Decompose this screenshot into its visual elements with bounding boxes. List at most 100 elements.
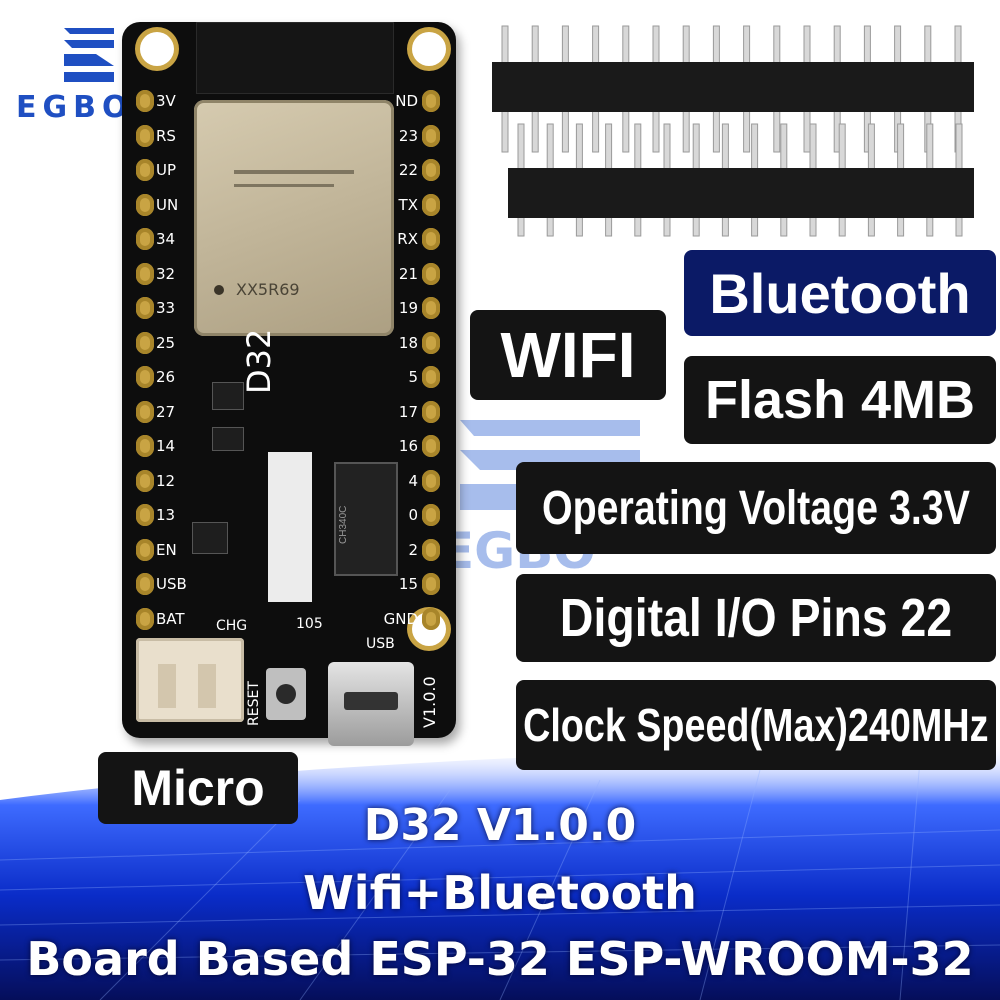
pin-label: 12	[156, 471, 176, 490]
pin-label: EN	[156, 540, 177, 559]
logo-mark-icon	[64, 28, 114, 82]
pin-pad	[136, 435, 154, 457]
pin-pad	[136, 366, 154, 388]
micro-text: Micro	[131, 760, 265, 816]
usb-label: USB	[366, 636, 395, 652]
micro-usb-port[interactable]	[328, 662, 414, 746]
pin-label: 22	[398, 161, 418, 179]
pin-label: 15	[398, 575, 418, 593]
pin-label: TX	[398, 195, 418, 214]
pin-label: RS	[156, 126, 176, 145]
pin-pad	[422, 400, 440, 423]
pin-pad	[422, 124, 440, 147]
clock-text: Clock Speed(Max)240MHz	[523, 699, 989, 751]
pin-label: UP	[156, 161, 177, 179]
reset-label: RESET	[246, 681, 262, 726]
pin-pad	[422, 331, 440, 354]
pin-pad	[136, 193, 154, 216]
connector-slot-1	[158, 664, 176, 708]
pin-label: ND	[395, 92, 418, 110]
module-engraving-2	[234, 184, 334, 187]
pin-pad	[136, 538, 154, 561]
module-dot	[214, 285, 224, 295]
pin-label: 32	[156, 264, 176, 283]
flash-text: Flash 4MB	[704, 370, 976, 430]
brand-name: EGBO	[16, 90, 134, 125]
pin-pad	[422, 193, 440, 216]
wifi-tag: WIFI	[470, 310, 666, 400]
pin-label: RX	[397, 230, 418, 248]
pin-label: 5	[408, 368, 418, 386]
pin-label: 2	[408, 540, 418, 559]
pin-pad	[422, 159, 440, 181]
pin-pad	[136, 400, 154, 423]
mount-hole-top-left	[140, 32, 174, 66]
pin-label: BAT	[156, 609, 185, 628]
title-line-2: Wifi+Bluetooth	[303, 866, 697, 920]
charge-ic	[192, 522, 228, 554]
pin-pad	[136, 228, 154, 250]
title-line-1: D32 V1.0.0	[363, 800, 637, 851]
antenna-area	[196, 22, 394, 94]
bluetooth-tag: Bluetooth	[684, 250, 996, 336]
chg-label: CHG	[216, 618, 248, 634]
brand-logo: EGBO	[16, 20, 176, 125]
module-code: XX5R69	[236, 280, 300, 299]
pin-pad	[422, 297, 440, 319]
pin-pad	[422, 262, 440, 285]
pin-pad	[136, 124, 154, 147]
pin-label: 0	[408, 506, 418, 524]
pin-label: 13	[156, 506, 176, 524]
pin-pad	[136, 504, 154, 526]
pin-pad	[136, 90, 154, 112]
pin-label: USB	[156, 575, 187, 593]
pin-label: 17	[398, 402, 418, 421]
wifi-text: WIFI	[500, 319, 636, 391]
module-engraving	[234, 170, 354, 174]
pin-label: GND	[383, 609, 418, 628]
pin-pad	[422, 573, 440, 595]
esp-wroom-module: XX5R69	[194, 100, 394, 336]
white-label-sticker	[268, 452, 312, 602]
pin-label: 4	[408, 471, 418, 490]
pin-label: UN	[156, 195, 179, 214]
io-pins-tag: Digital I/O Pins 22	[516, 574, 996, 662]
title-line-3: Board Based ESP-32 ESP-WROOM-32	[26, 932, 974, 986]
voltage-regulator	[212, 382, 244, 410]
pin-pad	[422, 228, 440, 250]
pin-pad	[422, 366, 440, 388]
usb-serial-chip: CH340C	[334, 462, 398, 576]
header-strip-bottom	[508, 168, 974, 218]
pin-label: 23	[398, 126, 418, 145]
pin-label: 27	[156, 402, 176, 421]
pin-pad	[136, 469, 154, 492]
pin-label: 19	[398, 299, 418, 317]
pin-pad	[422, 469, 440, 492]
pin-label: 25	[156, 333, 176, 352]
voltage-text: Operating Voltage 3.3V	[542, 481, 970, 535]
pin-label: 33	[156, 299, 176, 317]
pin-label: 21	[398, 264, 418, 283]
pin-pad	[422, 607, 440, 630]
flash-tag: Flash 4MB	[684, 356, 996, 444]
micro-tag: Micro	[98, 752, 298, 824]
pin-label: 34	[156, 230, 176, 248]
connector-slot-2	[198, 664, 216, 708]
bluetooth-text: Bluetooth	[709, 261, 971, 325]
pin-pad	[422, 90, 440, 112]
pin-pad	[136, 159, 154, 181]
reset-button[interactable]	[266, 668, 306, 720]
led-label: 105	[296, 616, 323, 632]
pin-pad	[422, 538, 440, 561]
pin-pad	[136, 607, 154, 630]
pin-pad	[136, 262, 154, 285]
pin-pad	[136, 573, 154, 595]
pin-pad	[136, 331, 154, 354]
pin-label: 16	[398, 437, 418, 455]
clock-tag: Clock Speed(Max)240MHz	[516, 680, 996, 770]
io-pins-text: Digital I/O Pins 22	[559, 588, 953, 648]
voltage-tag: Operating Voltage 3.3V	[516, 462, 996, 554]
reset-button-cap[interactable]	[276, 684, 296, 704]
